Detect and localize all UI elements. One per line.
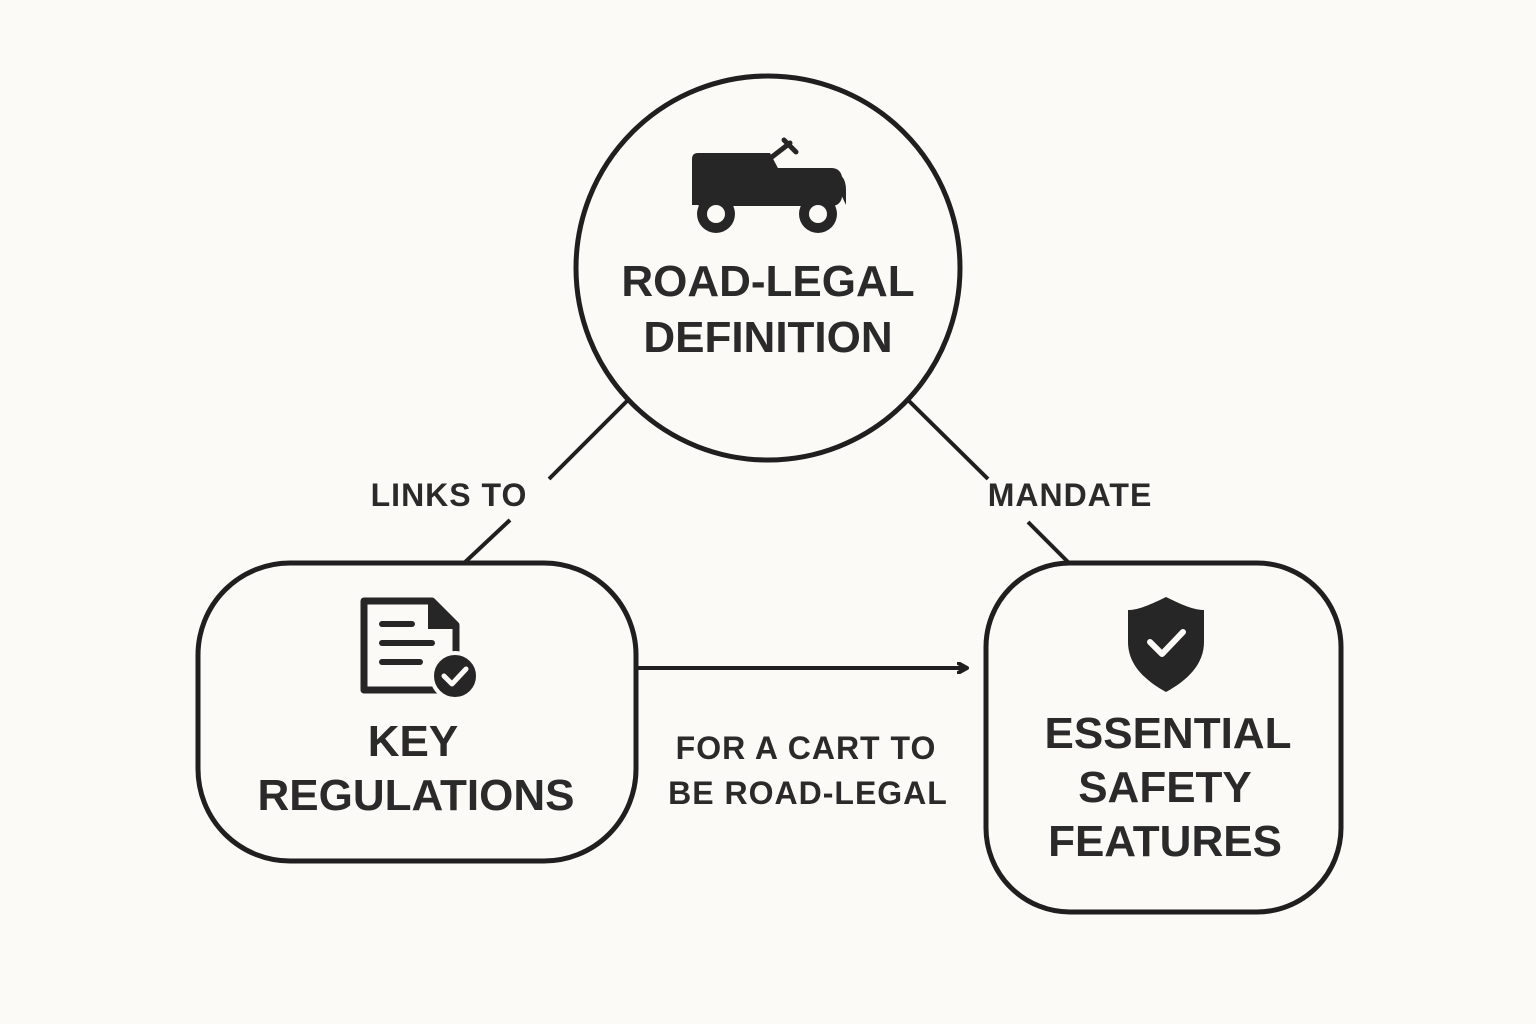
- node-road-legal-definition: ROAD-LEGAL DEFINITION: [573, 73, 963, 463]
- edge-label-road-legal-line-1: FOR A CART TO: [676, 730, 937, 766]
- node-regulations-line-1: KEY: [368, 717, 458, 766]
- node-key-regulations: KEY REGULATIONS: [195, 560, 639, 864]
- node-definition-line-1: ROAD-LEGAL: [621, 257, 914, 306]
- node-regulations-line-2: REGULATIONS: [258, 771, 575, 820]
- edge-line-mandate-lower: [1026, 520, 1075, 569]
- node-definition-line-2: DEFINITION: [643, 313, 892, 362]
- edge-label-road-legal-line-2: BE ROAD-LEGAL: [668, 775, 948, 811]
- edge-label-links-to: LINKS TO: [371, 477, 528, 513]
- node-safety-line-2: SAFETY: [1078, 763, 1252, 812]
- shield-check-icon: [1128, 597, 1204, 692]
- document-check-icon: [360, 597, 480, 701]
- golf-cart-icon: [692, 137, 846, 233]
- edge-line-links-to-upper: [547, 398, 630, 481]
- node-essential-safety-features: ESSENTIAL SAFETY FEATURES: [983, 560, 1344, 915]
- node-safety-line-1: ESSENTIAL: [1045, 709, 1292, 758]
- edge-line-links-to-lower: [460, 518, 512, 567]
- edge-line-mandate-upper: [906, 398, 990, 481]
- edge-label-mandate: MANDATE: [988, 477, 1153, 513]
- node-safety-line-3: FEATURES: [1048, 817, 1282, 866]
